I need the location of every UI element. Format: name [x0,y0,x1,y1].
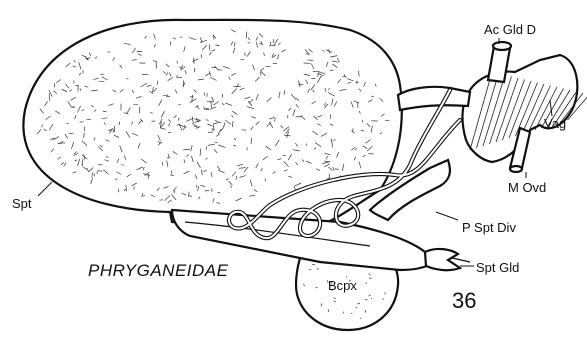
stipple-mark [335,169,339,170]
label-p-spt-div: P Spt Div [462,220,516,235]
stipple-mark [265,179,266,182]
label-spt-gld: Spt Gld [476,260,519,275]
spermathecal-gland [425,249,470,270]
label-ac-gld-d: Ac Gld D [484,22,536,37]
stipple-mark [126,185,127,192]
stipple-mark [284,90,285,94]
family-name: PHRYGANEIDAE [88,261,229,280]
figure-number: 36 [452,288,476,313]
stipple-mark [233,146,236,147]
stipple-mark [197,185,198,188]
stipple-mark [353,128,354,131]
stipple-mark [71,107,74,108]
leader-spt [38,182,52,196]
leader-p-spt-div [436,212,458,220]
stipple-mark [369,154,374,155]
stipple-mark [171,171,172,175]
stipple-mark [219,70,222,71]
stipple-mark [385,120,389,121]
stipple-mark [66,123,68,124]
label-m-ovd: M Ovd [508,180,546,195]
stipple-mark [183,80,184,87]
stipple-mark [246,32,247,39]
label-vag: Vag [544,116,566,131]
spermatheca-neck [398,87,470,110]
label-spt: Spt [12,196,32,211]
stipple-mark [329,88,330,91]
label-bcpx: Bcpx [328,278,357,293]
